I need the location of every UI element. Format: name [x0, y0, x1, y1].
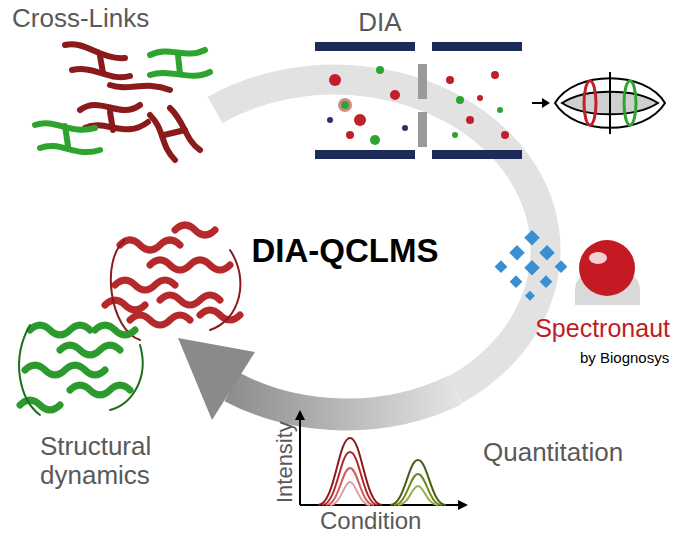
center-title: DIA-QCLMS: [252, 233, 439, 269]
arrow: [532, 102, 542, 104]
intensity-plot: [295, 410, 468, 510]
cycle-ring: [215, 80, 545, 390]
section-label: Quantitation: [483, 438, 623, 467]
logo-subtext: by Biognosys: [580, 350, 669, 367]
logo-text: Spectronaut: [535, 315, 670, 343]
axis-label: Intensity: [273, 421, 297, 503]
axis-label: Condition: [320, 508, 421, 534]
section-label: DIA: [358, 8, 401, 37]
spectronaut-logo: [495, 230, 568, 301]
astronaut-helmet: [575, 240, 640, 305]
section-label: Structural dynamics: [40, 432, 200, 489]
quadrupole: [315, 42, 522, 159]
section-label: Cross-Links: [12, 4, 149, 33]
cycle-arrow: [232, 387, 455, 414]
orbitrap: [555, 72, 665, 134]
arrow-head: [178, 338, 255, 420]
protein-structure: [19, 225, 240, 415]
cross-links: [35, 44, 210, 160]
